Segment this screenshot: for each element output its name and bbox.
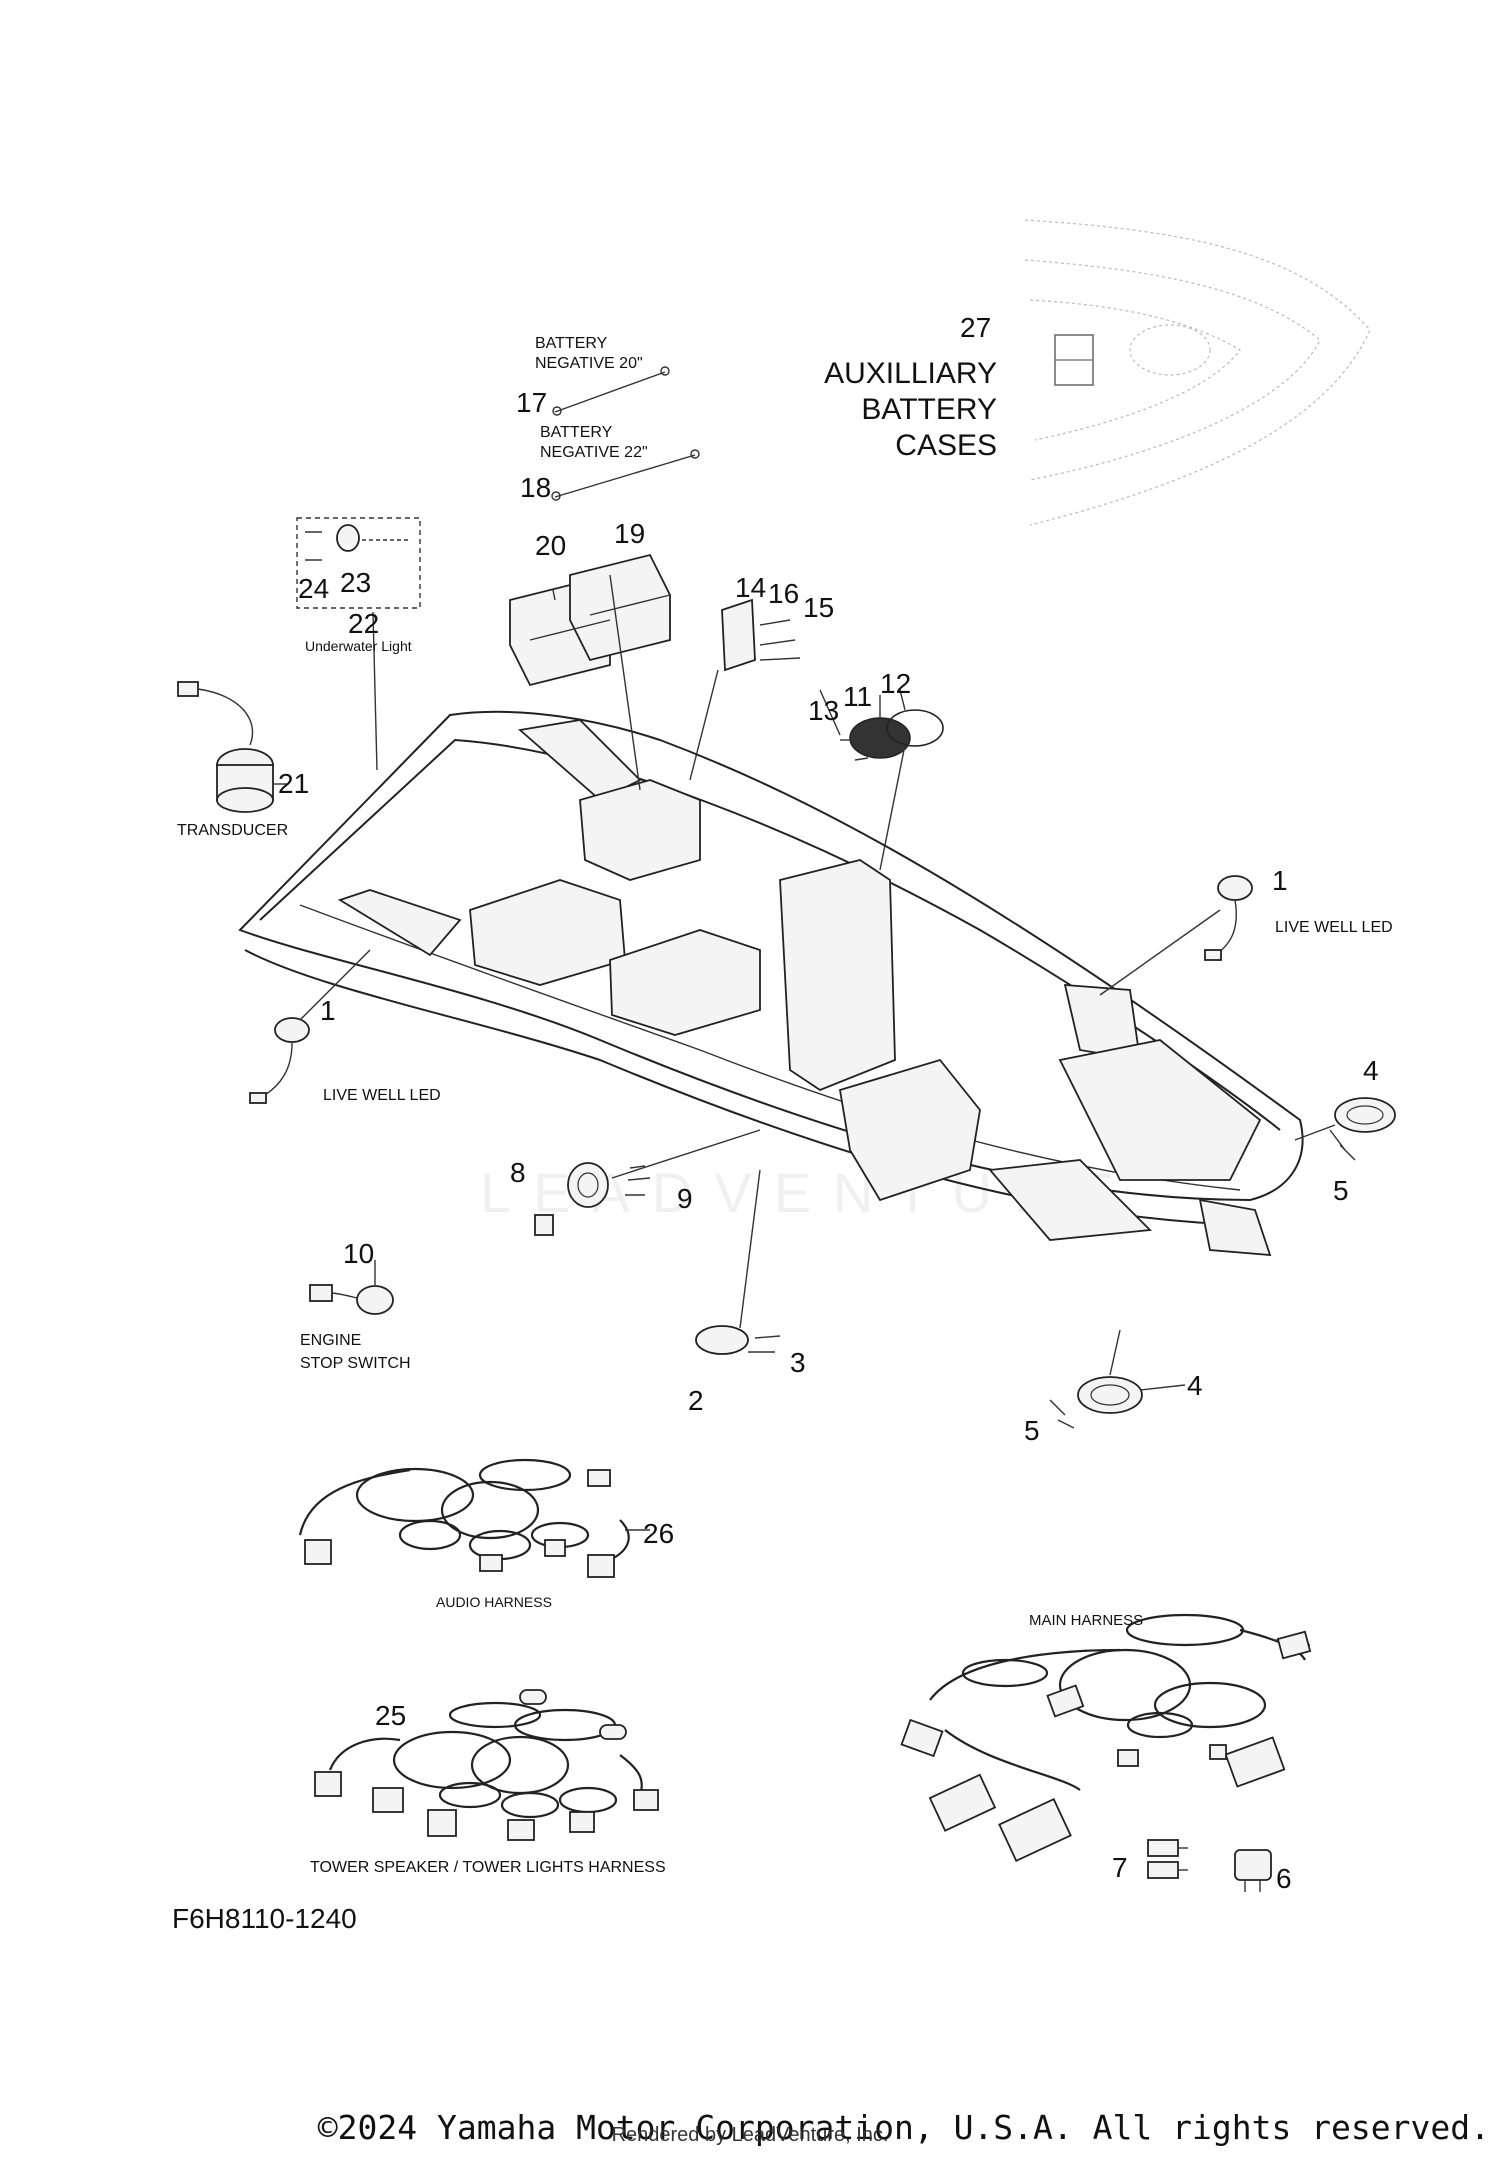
live-well-led-left-part	[249, 949, 371, 1104]
callout-19: 19	[614, 518, 645, 549]
label-battery: BATTERY	[861, 393, 997, 426]
label-engine: ENGINE	[300, 1332, 361, 1349]
callout-10: 10	[343, 1238, 374, 1269]
callout-1-right: 1	[1272, 865, 1288, 896]
callout-9: 9	[677, 1183, 693, 1214]
bow-light-left-part	[1049, 1329, 1186, 1429]
cup-holder-light-part	[534, 1129, 761, 1236]
callout-5-left: 5	[1024, 1415, 1040, 1446]
auxiliary-battery-location-ghost	[1024, 219, 1371, 526]
callout-22: 22	[348, 608, 379, 639]
battery-negative-cable-22	[551, 449, 700, 501]
callout-18: 18	[520, 472, 551, 503]
underwater-light-kit	[296, 517, 421, 771]
bow-light-right-part	[1294, 1097, 1396, 1161]
speaker-part	[840, 709, 944, 871]
main-harness-part	[900, 1613, 1312, 1863]
label-underwater-light: Underwater Light	[305, 638, 412, 654]
diagram-code: F6H8110-1240	[172, 1903, 357, 1934]
callout-13: 13	[808, 695, 839, 726]
courtesy-light-part	[695, 1169, 781, 1355]
callout-24: 24	[298, 573, 329, 604]
leader-lines	[552, 574, 906, 791]
label-main-harness: MAIN HARNESS	[1029, 1612, 1143, 1629]
switch-panel	[689, 598, 801, 781]
callout-8: 8	[510, 1157, 526, 1188]
callout-14: 14	[735, 572, 766, 603]
transducer-part	[177, 681, 287, 813]
callout-7: 7	[1112, 1852, 1128, 1883]
label-stop-switch: STOP SWITCH	[300, 1355, 411, 1372]
callout-12: 12	[880, 668, 911, 699]
callout-17: 17	[516, 387, 547, 418]
callout-11: 11	[843, 681, 872, 712]
relay-part	[1234, 1849, 1272, 1892]
live-well-led-right-part	[1099, 875, 1253, 996]
callout-20: 20	[535, 530, 566, 561]
callout-6: 6	[1276, 1863, 1292, 1894]
battery-boxes	[509, 553, 671, 687]
copyright-notice: ©2024 Yamaha Motor Corporation, U.S.A. A…	[317, 2108, 1490, 2147]
parts-diagram: 1 1 2 3 4 4 5 5 6 7 8 9 10 11 12 13 14 1…	[172, 219, 1396, 1934]
callout-23: 23	[340, 567, 371, 598]
audio-harness-part	[298, 1458, 650, 1578]
fuse-holder-part	[1147, 1839, 1188, 1879]
label-tower-speaker-harness: TOWER SPEAKER / TOWER LIGHTS HARNESS	[310, 1859, 666, 1876]
callout-1-left: 1	[320, 995, 336, 1026]
callout-16: 16	[768, 578, 799, 609]
label-battery-negative-20-line2: NEGATIVE 20"	[535, 355, 643, 372]
label-transducer: TRANSDUCER	[177, 822, 288, 839]
callout-26: 26	[643, 1518, 674, 1549]
callout-2: 2	[688, 1385, 704, 1416]
callout-25: 25	[375, 1700, 406, 1731]
boat-hull	[238, 710, 1304, 1257]
label-cases: CASES	[895, 429, 997, 462]
callout-5-right: 5	[1333, 1175, 1349, 1206]
label-battery-negative-20-line1: BATTERY	[535, 335, 608, 352]
tower-speaker-harness-part	[314, 1689, 659, 1841]
callout-27: 27	[960, 312, 991, 343]
label-audio-harness: AUDIO HARNESS	[436, 1594, 552, 1610]
callout-4-left: 4	[1187, 1370, 1203, 1401]
label-battery-negative-22-line1: BATTERY	[540, 424, 613, 441]
label-live-well-led-left: LIVE WELL LED	[323, 1087, 441, 1104]
callout-3: 3	[790, 1347, 806, 1378]
label-auxiliary: AUXILLIARY	[824, 357, 997, 390]
engine-stop-switch-part	[309, 1260, 394, 1315]
callout-21: 21	[278, 768, 309, 799]
callout-4-right: 4	[1363, 1055, 1379, 1086]
label-battery-negative-22-line2: NEGATIVE 22"	[540, 444, 648, 461]
label-live-well-led-right: LIVE WELL LED	[1275, 919, 1393, 936]
rendered-by-notice: Rendered by LeadVenture, Inc.	[611, 2124, 889, 2146]
callout-15: 15	[803, 592, 834, 623]
battery-negative-cable-20	[552, 366, 670, 416]
